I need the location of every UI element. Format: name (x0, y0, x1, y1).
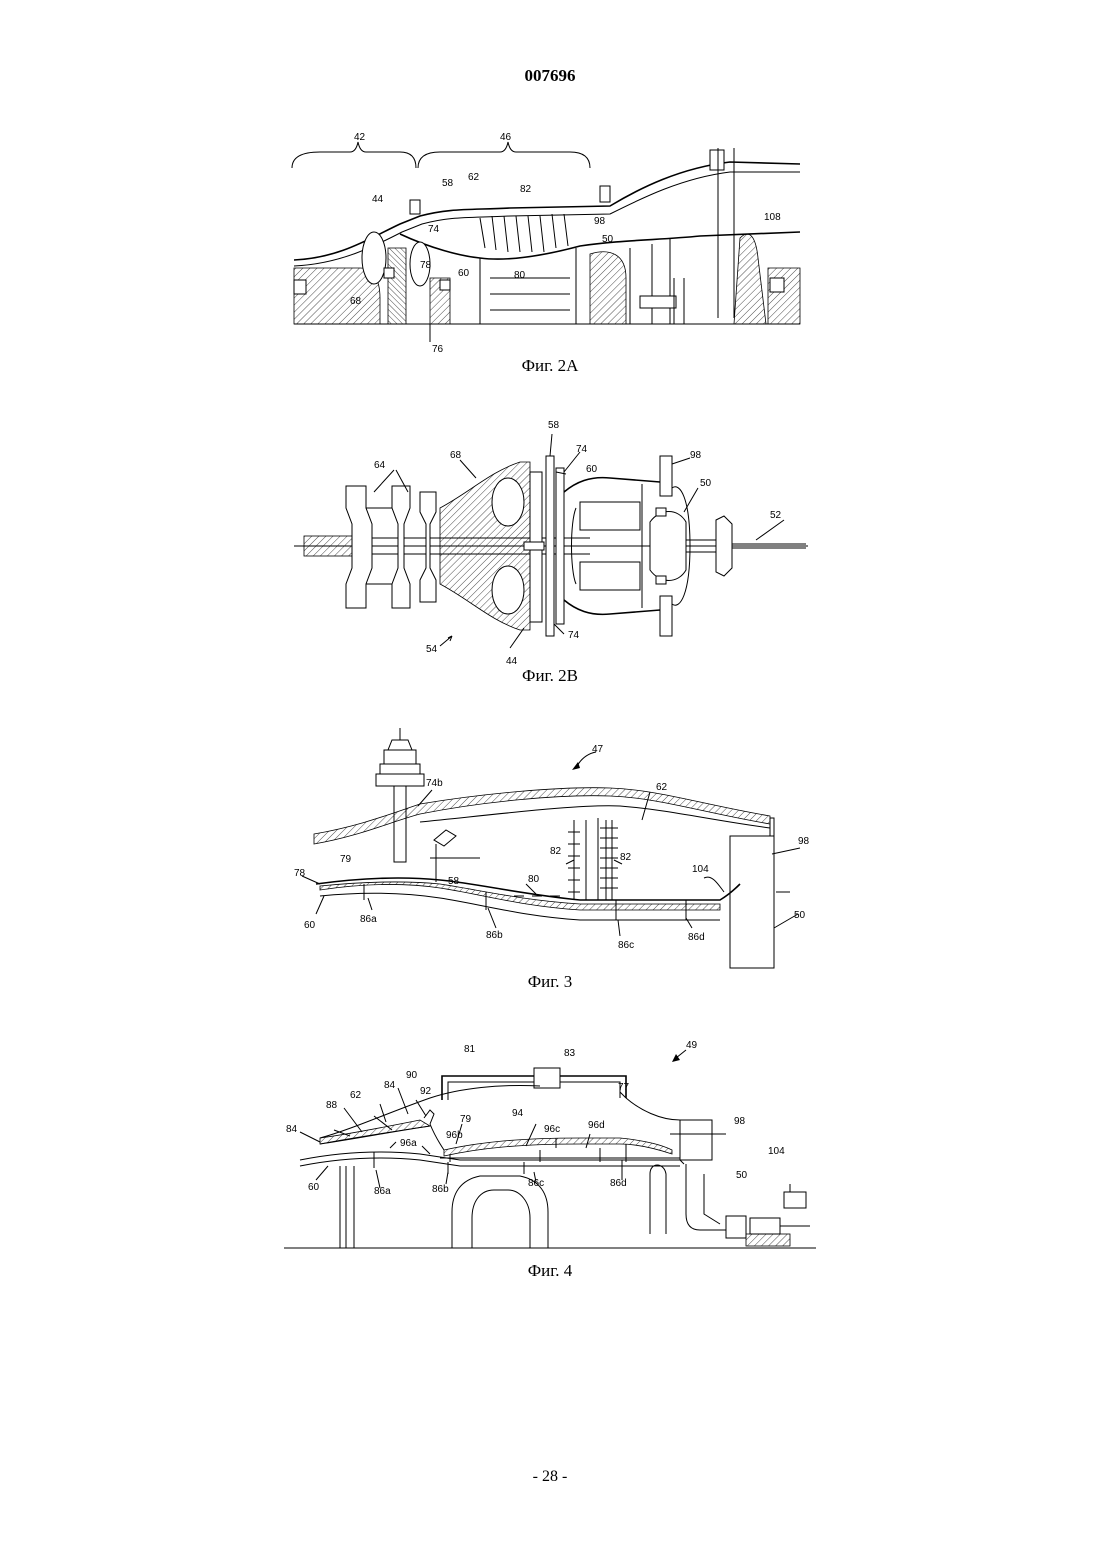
label-46: 46 (500, 132, 512, 143)
label-42: 42 (354, 132, 366, 143)
label-58: 58 (548, 420, 560, 431)
label-50: 50 (700, 478, 712, 489)
label-80: 80 (514, 270, 526, 281)
figure-3: 47 74b 62 98 82 82 79 58 80 104 78 60 86… (280, 724, 820, 972)
label-58: 58 (442, 178, 454, 189)
label-50: 50 (794, 910, 806, 921)
label-104: 104 (768, 1146, 785, 1157)
label-68: 68 (350, 296, 362, 307)
label-88: 88 (326, 1100, 338, 1111)
label-81: 81 (464, 1044, 476, 1055)
figure-2b-drawing: 58 74 68 64 60 98 50 52 54 44 74 (280, 412, 820, 668)
label-108: 108 (764, 212, 781, 223)
label-74: 74 (428, 224, 440, 235)
label-79: 79 (460, 1114, 472, 1125)
label-60: 60 (458, 268, 470, 279)
label-96b: 96b (446, 1130, 463, 1141)
figure-2b-caption: Фиг. 2В (0, 666, 1100, 686)
page-number: - 28 - (0, 1468, 1100, 1486)
label-98: 98 (690, 450, 702, 461)
label-64: 64 (374, 460, 386, 471)
label-84-top: 84 (384, 1080, 396, 1091)
label-62: 62 (468, 172, 480, 183)
label-96d: 96d (588, 1120, 605, 1131)
figure-2a-caption: Фиг. 2А (0, 356, 1100, 376)
label-77: 77 (618, 1082, 630, 1093)
label-58: 58 (448, 876, 460, 887)
label-60: 60 (308, 1182, 320, 1193)
label-47: 47 (592, 744, 604, 755)
label-86d: 86d (610, 1178, 627, 1189)
label-82-left: 82 (550, 846, 562, 857)
label-86a: 86a (374, 1186, 391, 1197)
label-90: 90 (406, 1070, 418, 1081)
figure-2b: 58 74 68 64 60 98 50 52 54 44 74 (280, 412, 820, 668)
label-78: 78 (420, 260, 432, 271)
label-86c: 86c (528, 1178, 544, 1189)
label-98: 98 (734, 1116, 746, 1127)
label-76: 76 (432, 344, 444, 355)
label-94: 94 (512, 1108, 524, 1119)
figure-3-drawing: 47 74b 62 98 82 82 79 58 80 104 78 60 86… (280, 724, 820, 972)
label-82: 82 (520, 184, 532, 195)
label-86b: 86b (432, 1184, 449, 1195)
label-74-bottom: 74 (568, 630, 580, 641)
patent-number: 007696 (0, 66, 1100, 86)
label-60: 60 (586, 464, 598, 475)
label-86c: 86c (618, 940, 634, 951)
figure-2a-drawing: 42 46 62 58 82 44 74 78 60 80 98 50 108 … (280, 128, 820, 358)
label-62: 62 (350, 1090, 362, 1101)
label-96a: 96a (400, 1138, 417, 1149)
label-52: 52 (770, 510, 782, 521)
label-49: 49 (686, 1040, 698, 1051)
label-60: 60 (304, 920, 316, 931)
label-78: 78 (294, 868, 306, 879)
label-80: 80 (528, 874, 540, 885)
label-62: 62 (656, 782, 668, 793)
label-74-top: 74 (576, 444, 588, 455)
label-83: 83 (564, 1048, 576, 1059)
label-50: 50 (602, 234, 614, 245)
label-86b: 86b (486, 930, 503, 941)
label-98: 98 (594, 216, 606, 227)
label-96c: 96c (544, 1124, 560, 1135)
label-54: 54 (426, 644, 438, 655)
label-86a: 86a (360, 914, 377, 925)
label-79: 79 (340, 854, 352, 865)
figure-3-caption: Фиг. 3 (0, 972, 1100, 992)
label-86d: 86d (688, 932, 705, 943)
figure-4-caption: Фиг. 4 (0, 1261, 1100, 1281)
label-98: 98 (798, 836, 810, 847)
label-84-left: 84 (286, 1124, 298, 1135)
label-44: 44 (372, 194, 384, 205)
figure-2a: 42 46 62 58 82 44 74 78 60 80 98 50 108 … (280, 128, 820, 358)
figure-4-drawing: 81 83 49 77 98 104 84 90 62 92 88 79 94 … (280, 1034, 820, 1260)
label-82-right: 82 (620, 852, 632, 863)
label-50: 50 (736, 1170, 748, 1181)
label-68: 68 (450, 450, 462, 461)
label-92: 92 (420, 1086, 432, 1097)
label-74b: 74b (426, 778, 443, 789)
label-104: 104 (692, 864, 709, 875)
figure-4: 81 83 49 77 98 104 84 90 62 92 88 79 94 … (280, 1034, 820, 1260)
